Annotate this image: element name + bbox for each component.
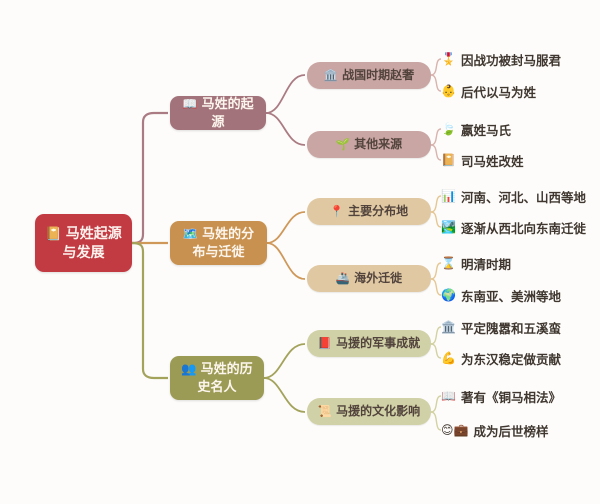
connector-branch2-sub2 — [266, 242, 306, 280]
connector-sub1-leaf2 — [430, 74, 442, 92]
leaf-label: 东南亚、美洲等地 — [460, 289, 561, 304]
classical-building-icon: 🏛️ — [323, 69, 339, 82]
connector-sub3-leaf1 — [430, 195, 442, 213]
connector-sub2-leaf1 — [430, 128, 442, 146]
leaf-label: 河南、河北、山西等地 — [460, 190, 586, 205]
leaf-item[interactable]: 🌍 东南亚、美洲等地 — [441, 285, 561, 305]
connector-sub3-leaf2 — [430, 211, 442, 228]
root-node[interactable]: 📔马姓起源与发展 — [35, 214, 132, 272]
landscape-icon: 🏞️ — [441, 220, 456, 234]
subtopic-node-culture[interactable]: 📜马援的文化影响 — [307, 398, 431, 425]
leaf-item[interactable]: 📖 著有《铜马相法》 — [441, 386, 561, 406]
leaf-label: 因战功被封马服君 — [460, 53, 561, 68]
connector-sub5-leaf2 — [430, 343, 442, 359]
branch-node-figures[interactable]: 👥马姓的历史名人 — [170, 356, 264, 400]
leaf-item[interactable]: 💪 为东汉稳定做贡献 — [441, 348, 561, 368]
connector-root-origin — [131, 111, 168, 245]
connector-sub1-leaf1 — [430, 58, 442, 76]
leaf-label: 著有《铜马相法》 — [460, 390, 561, 405]
connector-branch3-sub1 — [263, 343, 306, 379]
branch-node-origin[interactable]: 📖马姓的起源 — [170, 96, 266, 130]
leaf-item[interactable]: 🏛️ 平定隗嚣和五溪蛮 — [441, 317, 561, 337]
branch-label: 马姓的起源 — [201, 96, 254, 130]
leaf-item[interactable]: 🏞️ 逐渐从西北向东南迁徙 — [441, 217, 586, 237]
flexed-biceps-icon: 💪 — [441, 351, 456, 365]
classical-building-icon: 🏛️ — [441, 320, 456, 334]
connector-root-figures — [131, 241, 168, 380]
subtopic-node-military[interactable]: 📕马援的军事成就 — [307, 330, 431, 357]
leaf-label: 明清时期 — [460, 257, 511, 272]
subtopic-label: 其他来源 — [354, 136, 403, 151]
subtopic-node-overseas[interactable]: 🚢海外迁徙 — [307, 265, 431, 292]
branch-label: 马姓的分布与迁徙 — [192, 226, 255, 260]
leaf-label: 平定隗嚣和五溪蛮 — [460, 321, 561, 336]
leaf-item[interactable]: ⌛ 明清时期 — [441, 253, 511, 273]
smiley-briefcase-icon: 😊💼 — [441, 423, 469, 437]
leaf-label: 逐渐从西北向东南迁徙 — [460, 221, 586, 236]
open-book-icon: 📖 — [182, 97, 198, 112]
round-pushpin-icon: 📍 — [329, 205, 345, 218]
subtopic-label: 主要分布地 — [348, 203, 409, 218]
subtopic-node-zhaoshe[interactable]: 🏛️战国时期赵奢 — [307, 62, 431, 89]
connector-sub6-leaf2 — [430, 411, 442, 431]
leaf-item[interactable]: 😊💼 成为后世榜样 — [441, 420, 548, 440]
leaf-item[interactable]: 🍃 嬴姓马氏 — [441, 119, 511, 139]
connector-sub6-leaf1 — [430, 395, 442, 413]
notebook-icon: 📔 — [441, 153, 456, 167]
connector-branch2-sub1 — [266, 211, 306, 244]
connector-sub2-leaf2 — [430, 144, 442, 161]
world-map-icon: 🗺️ — [182, 227, 199, 242]
branch-label: 马姓的历史名人 — [197, 361, 253, 395]
subtopic-label: 马援的文化影响 — [336, 403, 421, 418]
connector-branch3-sub2 — [263, 377, 306, 413]
subtopic-node-other-sources[interactable]: 🌱其他来源 — [307, 131, 431, 158]
leaf-item[interactable]: 👶 后代以马为姓 — [441, 81, 536, 101]
medal-icon: 🎖️ — [441, 52, 456, 66]
seedling-icon: 🌱 — [335, 138, 351, 151]
subtopic-node-main-areas[interactable]: 📍主要分布地 — [307, 198, 431, 225]
ship-icon: 🚢 — [335, 272, 351, 285]
bar-chart-icon: 📊 — [441, 189, 456, 203]
hourglass-icon: ⌛ — [441, 256, 456, 270]
leaf-item[interactable]: 📔 司马姓改姓 — [441, 150, 523, 170]
branch-node-distribution[interactable]: 🗺️马姓的分布与迁徙 — [170, 221, 267, 265]
leaf-item[interactable]: 📊 河南、河北、山西等地 — [441, 186, 586, 206]
leaf-label: 成为后世榜样 — [473, 424, 549, 439]
leaf-label: 司马姓改姓 — [460, 154, 524, 169]
people-icon: 👥 — [181, 362, 197, 377]
root-label: 马姓起源与发展 — [62, 225, 122, 261]
leaf-icon: 🍃 — [441, 122, 456, 136]
subtopic-label: 海外迁徙 — [354, 270, 403, 285]
scroll-icon: 📜 — [317, 405, 333, 418]
connector-sub5-leaf1 — [430, 326, 442, 345]
subtopic-label: 战国时期赵奢 — [342, 67, 415, 82]
leaf-label: 后代以马为姓 — [460, 85, 536, 100]
leaf-label: 为东汉稳定做贡献 — [460, 352, 561, 367]
connector-sub4-leaf2 — [430, 278, 442, 296]
connector-branch1-sub1 — [265, 74, 306, 114]
open-book-icon: 📖 — [441, 389, 456, 403]
connector-branch1-sub2 — [265, 112, 306, 146]
leaf-label: 嬴姓马氏 — [460, 123, 511, 138]
baby-icon: 👶 — [441, 84, 456, 98]
subtopic-label: 马援的军事成就 — [336, 335, 421, 350]
notebook-icon: 📔 — [45, 226, 62, 242]
red-book-icon: 📕 — [317, 337, 333, 350]
connector-sub4-leaf1 — [430, 262, 442, 280]
leaf-item[interactable]: 🎖️ 因战功被封马服君 — [441, 49, 561, 69]
globe-icon: 🌍 — [441, 288, 456, 302]
